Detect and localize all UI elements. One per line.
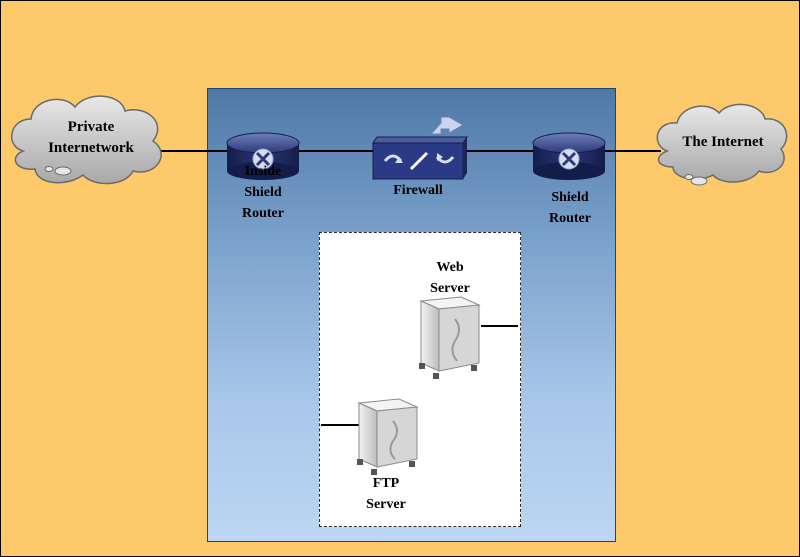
shield-router-label: Shield Router: [530, 187, 610, 229]
private-internetwork-label: Private Internetwork: [31, 117, 151, 159]
web-server-line-1: Web: [436, 260, 464, 275]
firewall-icon: [372, 116, 468, 180]
inside-shield-router-line-1: Inside: [244, 164, 282, 179]
ftp-server-line-2: Server: [366, 497, 406, 512]
the-internet-line-1: The Internet: [682, 134, 764, 150]
ftp-server-line-1: FTP: [372, 476, 400, 491]
private-internetwork-line-1: Private: [67, 119, 115, 135]
the-internet-label: The Internet: [667, 132, 779, 153]
firewall-line-1: Firewall: [393, 183, 443, 198]
inside-shield-router-line-2: Shield: [244, 185, 282, 200]
inside-shield-router-label: Inside Shield Router: [223, 161, 303, 224]
web-server-line-2: Server: [430, 281, 470, 296]
private-internetwork-line-2: Internetwork: [48, 140, 134, 156]
firewall-label: Firewall: [378, 180, 458, 201]
server-icon: [357, 398, 419, 475]
router-icon: [226, 132, 300, 180]
server-zone: [319, 232, 521, 527]
shield-router-line-1: Shield: [551, 190, 589, 205]
shield-router-line-2: Router: [549, 211, 591, 226]
cloud-icon: [10, 95, 162, 185]
router-icon: [532, 132, 606, 180]
inside-shield-router-line-3: Router: [242, 206, 284, 221]
cloud-icon: [656, 103, 788, 186]
server-icon: [419, 296, 481, 379]
web-server-label: Web Server: [410, 257, 490, 299]
ftp-server-label: FTP Server: [346, 473, 426, 515]
